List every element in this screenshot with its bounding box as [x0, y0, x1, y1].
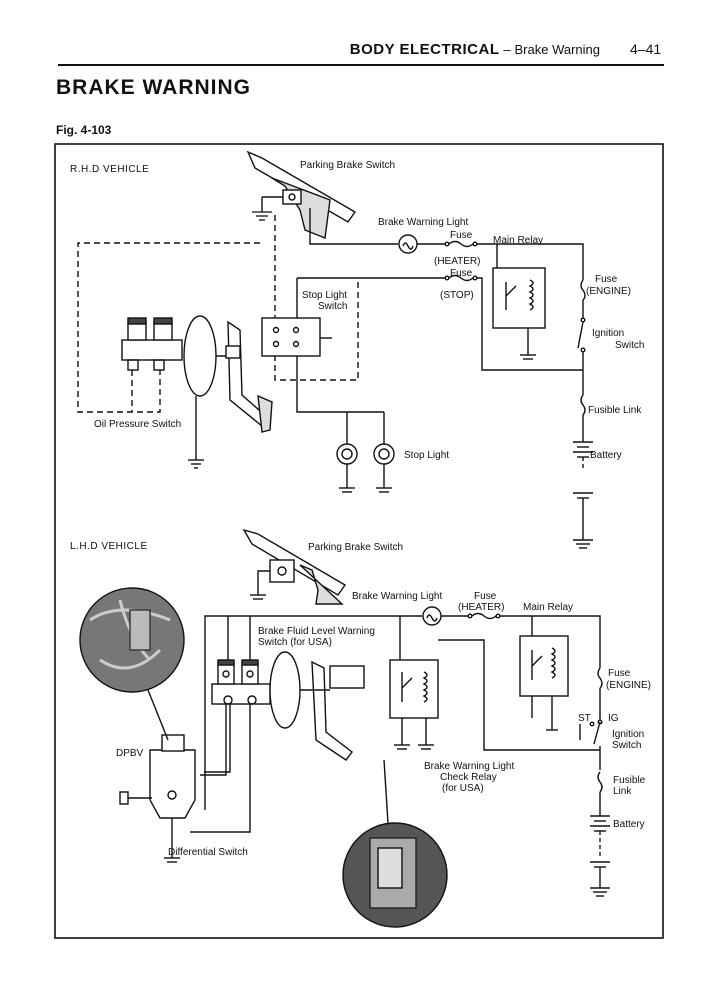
rhd-heading: R.H.D VEHICLE — [70, 164, 149, 175]
lhd-check-relay-label-1: Brake Warning Light — [424, 761, 514, 772]
rhd-parking-brake-switch — [246, 150, 357, 239]
header-separator: – — [503, 42, 511, 57]
lhd-ignition-label-1: Ignition — [612, 729, 644, 740]
rhd-battery-label: Battery — [590, 450, 622, 461]
rhd-fusible-link — [580, 394, 586, 416]
lhd-fusible-link — [597, 771, 603, 793]
lhd-st-label: ST — [578, 713, 591, 724]
lhd-master-cylinder — [211, 651, 301, 729]
rhd-stop-light-switch-label-1: Stop Light — [302, 290, 347, 301]
header-rule — [58, 64, 664, 66]
lhd-check-relay-label-3: (for USA) — [442, 783, 484, 794]
rhd-stop-light-label: Stop Light — [404, 450, 449, 461]
lhd-brake-fluid-label-1: Brake Fluid Level Warning — [258, 626, 375, 637]
page-title: BRAKE WARNING — [56, 76, 251, 99]
rhd-stop-light-switch-label-2: Switch — [318, 301, 347, 312]
lhd-dpbv-label: DPBV — [116, 748, 144, 759]
lhd-dpbv-photo — [79, 587, 185, 741]
rhd-fusible-link-label: Fusible Link — [588, 405, 642, 416]
lhd-ignition-label-2: Switch — [612, 740, 641, 751]
lhd-fuse-label: Fuse — [474, 591, 497, 602]
rhd-stop-light-2 — [373, 443, 395, 465]
lhd-main-relay — [519, 635, 569, 697]
lhd-differential-switch-label: Differential Switch — [168, 847, 248, 858]
rhd-oil-pressure-switch-label: Oil Pressure Switch — [94, 419, 181, 430]
lhd-check-relay-label-2: Check Relay — [440, 772, 497, 783]
rhd-main-relay — [492, 267, 546, 329]
rhd-ground-parking — [252, 211, 272, 221]
lhd-ig-label: IG — [608, 713, 619, 724]
lhd-parking-brake-switch — [242, 528, 347, 605]
lhd-battery-label: Battery — [613, 819, 645, 830]
lhd-fusible-link-label-2: Link — [613, 786, 632, 797]
lhd-fuse-heater-label: (HEATER) — [458, 602, 504, 613]
rhd-brake-warning-light — [398, 234, 418, 254]
rhd-fuse-stop-label: Fuse — [450, 268, 473, 279]
rhd-fuse-heater — [444, 240, 478, 248]
lhd-parking-brake-switch-label: Parking Brake Switch — [308, 542, 403, 553]
lhd-fuse-engine — [597, 667, 603, 689]
lhd-brake-warning-light-label: Brake Warning Light — [352, 591, 442, 602]
rhd-fuse-engine-label-2: (ENGINE) — [586, 286, 631, 297]
figure-label: Fig. 4-103 — [56, 123, 112, 137]
running-head: BODY ELECTRICAL – Brake Warning — [300, 41, 600, 58]
lhd-check-relay-photo — [342, 759, 448, 928]
figure-frame — [54, 143, 664, 939]
rhd-fuse-engine — [580, 279, 586, 301]
rhd-brake-warning-light-label: Brake Warning Light — [378, 217, 468, 228]
rhd-parking-brake-switch-label: Parking Brake Switch — [300, 160, 395, 171]
rhd-stop-light-switch — [261, 317, 321, 357]
rhd-ignition-switch — [577, 317, 586, 353]
section-title: BODY ELECTRICAL — [349, 41, 500, 58]
rhd-master-cylinder — [121, 315, 235, 397]
rhd-brake-pedal — [225, 320, 273, 433]
rhd-oil-pressure-circuit — [77, 215, 359, 413]
lhd-fusible-link-label-1: Fusible — [613, 775, 646, 786]
lhd-fuse-engine-label-1: Fuse — [608, 668, 631, 679]
lhd-main-relay-label: Main Relay — [523, 602, 573, 613]
rhd-fuse-engine-label-1: Fuse — [595, 274, 618, 285]
lhd-brake-warning-light — [422, 606, 442, 626]
rhd-fuse-label: Fuse — [450, 230, 473, 241]
lhd-brake-pedal — [300, 660, 365, 761]
rhd-main-relay-label: Main Relay — [493, 235, 543, 246]
subsection-title: Brake Warning — [514, 42, 601, 57]
page-number: 4–41 — [630, 41, 662, 57]
rhd-ignition-label-1: Ignition — [592, 328, 624, 339]
lhd-fuse-heater — [467, 612, 501, 620]
lhd-check-relay — [389, 659, 439, 719]
lhd-brake-fluid-label-2: Switch (for USA) — [258, 637, 332, 648]
lhd-fuse-engine-label-2: (ENGINE) — [606, 680, 651, 691]
rhd-fuse-stop-name: (STOP) — [440, 290, 474, 301]
lhd-ignition-switch — [589, 719, 603, 745]
rhd-fuse-stop — [444, 274, 478, 282]
rhd-ignition-label-2: Switch — [615, 340, 644, 351]
rhd-fuse-heater-label: (HEATER) — [434, 256, 480, 267]
rhd-stop-light-1 — [336, 443, 358, 465]
lhd-heading: L.H.D VEHICLE — [70, 541, 148, 552]
lhd-battery — [590, 815, 610, 832]
